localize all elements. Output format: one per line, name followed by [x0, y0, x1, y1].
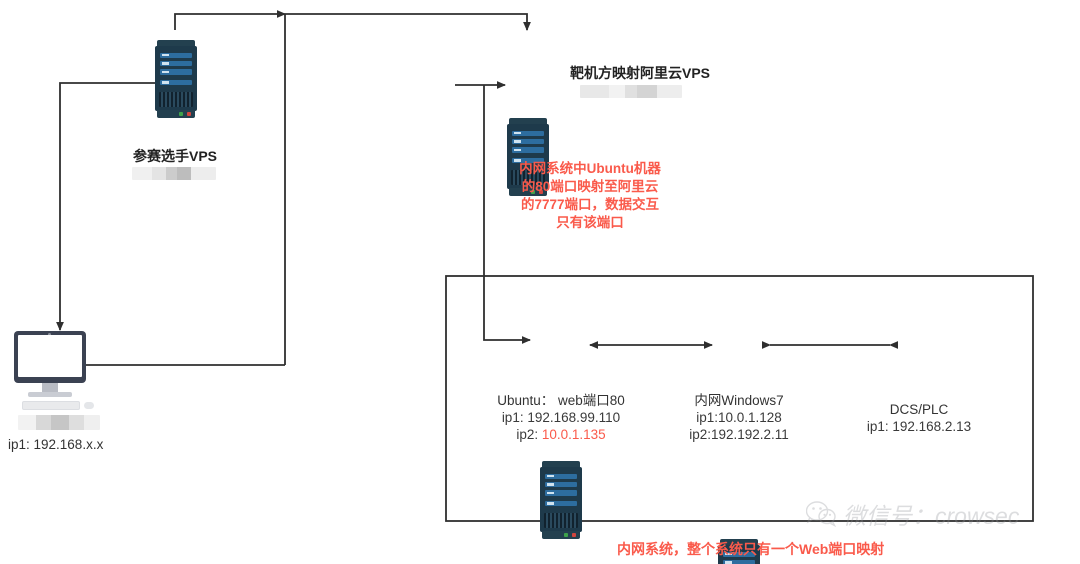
server-icon-target-vps [507, 118, 549, 196]
server-bay [160, 52, 192, 59]
wechat-watermark-text: 微信号：crowsec [843, 503, 1020, 529]
server-top [509, 118, 547, 125]
server-top [542, 461, 580, 468]
server-body [540, 467, 582, 532]
led-green-icon [179, 111, 183, 116]
server-bay [723, 551, 755, 558]
server-icon-player-vps [155, 40, 197, 118]
line-targetvps-to-ubuntu [483, 85, 531, 344]
webcam-icon [48, 332, 51, 336]
server-bay [160, 60, 192, 67]
server-bay [512, 138, 544, 145]
annotation-port-mapping: 内网系统中Ubuntu机器 的80端口映射至阿里云 的7777端口，数据交互 只… [500, 160, 680, 232]
annotation-line: 的80端口映射至阿里云 [521, 179, 659, 194]
server-vent [159, 91, 193, 108]
caption-ubuntu-ip2-value: 10.0.1.135 [541, 427, 606, 442]
caption-ubuntu-ip2: ip2: 10.0.1.135 [471, 426, 651, 443]
keyboard-icon [22, 401, 80, 410]
server-base [509, 188, 547, 196]
server-bay [545, 481, 577, 488]
server-top [157, 40, 195, 47]
redacted-target-vps-address [580, 85, 682, 98]
led-red-icon [572, 532, 576, 537]
label-target-vps: 靶机方映射阿里云VPS [570, 65, 711, 81]
computer-icon-attacker-pc [14, 331, 100, 413]
caption-dcs-plc-ip1: ip1: 192.168.2.13 [866, 419, 972, 434]
caption-ubuntu: Ubuntu： web端口80 ip1: 192.168.99.110 ip2:… [471, 392, 651, 443]
caption-dcs-plc: DCS/PLC ip1: 192.168.2.13 [849, 401, 989, 435]
server-bay [545, 473, 577, 480]
monitor-screen [18, 335, 82, 377]
server-body [507, 124, 549, 189]
line-left-loop [56, 82, 160, 331]
server-icon-windows7 [718, 539, 760, 564]
caption-windows7-ip1: ip1:10.0.1.128 [696, 410, 782, 425]
led-red-icon [187, 111, 191, 116]
redacted-player-vps-address [132, 167, 216, 180]
server-bay [512, 157, 544, 164]
annotation-line: 的7777端口，数据交互 [520, 197, 660, 212]
caption-windows7-ip2: ip2:192.192.2.11 [689, 427, 789, 442]
line-top-bus-right [285, 13, 531, 31]
monitor-frame [14, 331, 86, 383]
annotation-line: 只有该端口 [556, 215, 624, 230]
monitor-stand-foot [28, 392, 72, 397]
caption-dcs-plc-title: DCS/PLC [889, 402, 949, 417]
wechat-watermark: 微信号：crowsec [806, 497, 1019, 531]
caption-ubuntu-ip2-prefix: ip2: [516, 427, 542, 442]
server-bay [723, 559, 755, 564]
server-base [542, 531, 580, 539]
line-top-bus-left [174, 10, 286, 30]
caption-ubuntu-title: Ubuntu： web端口80 [497, 393, 625, 408]
wechat-icon [806, 501, 836, 527]
caption-windows7-title: 内网Windows7 [694, 393, 784, 408]
redacted-attacker-pc-label [18, 415, 100, 430]
server-bay [512, 130, 544, 137]
caption-windows7: 内网Windows7 ip1:10.0.1.128 ip2:192.192.2.… [669, 392, 809, 443]
led-red-icon [539, 189, 543, 194]
caption-ubuntu-ip1: ip1: 192.168.99.110 [501, 410, 621, 425]
server-vent [511, 169, 545, 186]
server-top [720, 539, 758, 546]
intranet-box [445, 275, 1034, 522]
caption-intranet-system: 内网系统，整个系统只有一个Web端口映射 [617, 541, 885, 557]
server-body [155, 46, 197, 111]
server-bay [545, 490, 577, 496]
server-bay [545, 500, 577, 507]
server-bay [512, 147, 544, 153]
server-bay [160, 69, 192, 75]
server-body [718, 545, 760, 564]
server-vent [544, 512, 578, 529]
led-green-icon [531, 189, 535, 194]
led-green-icon [564, 532, 568, 537]
mouse-icon [84, 402, 94, 409]
label-attacker-pc-ip1: ip1: 192.168.x.x [8, 437, 104, 452]
server-base [157, 110, 195, 118]
monitor-stand-neck [42, 383, 58, 393]
server-bay [160, 79, 192, 86]
server-icon-ubuntu [540, 461, 582, 539]
label-player-vps: 参赛选手VPS [133, 148, 218, 164]
annotation-line: 内网系统中Ubuntu机器 [519, 161, 661, 176]
